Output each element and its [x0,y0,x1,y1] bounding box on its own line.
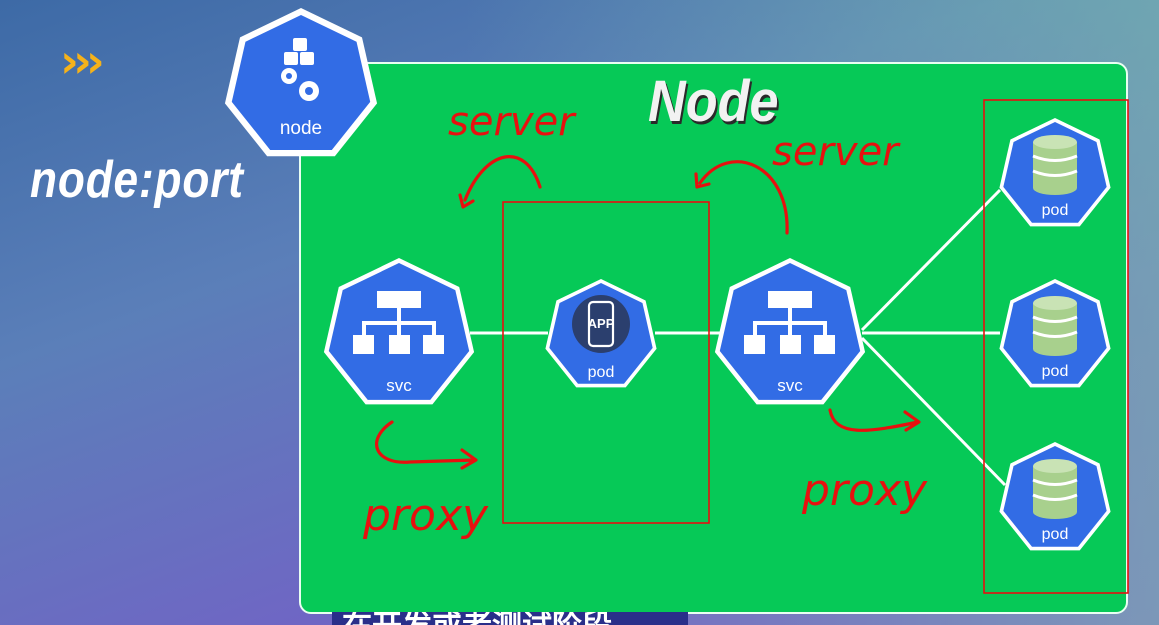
arrow-proxy-left [375,420,478,470]
pod-db2-label: pod [1042,363,1069,380]
highlight-box-db [983,99,1129,594]
node-badge-label: node [280,118,322,139]
node-badge-icon: node [224,8,378,157]
side-title: node:port [30,151,244,209]
pod-db1-label: pod [1042,202,1069,219]
label-proxy-left: proxy [362,490,489,541]
app-text: APP [588,316,615,331]
pod-db2-icon: pod [999,279,1111,388]
network-tree-icon [744,291,835,354]
svc-right-label: svc [777,376,803,395]
phone-icon [587,300,615,348]
line-svc-to-pod-db1 [860,188,1002,332]
node-title: Node [648,69,779,134]
chevrons-icon: ››› [60,34,105,88]
svc-left-icon: svc [323,258,475,405]
arrow-server-right [694,160,789,235]
hand-arrows [375,155,921,470]
arrow-server-left [458,155,542,209]
label-server-left: server [448,99,577,145]
app-circle [572,295,630,353]
highlight-box-app [502,201,710,524]
label-proxy-right: proxy [801,465,928,516]
connection-lines [470,188,1007,487]
line-svc-to-pod-db3 [860,336,1007,487]
pod-db3-label: pod [1042,526,1069,543]
database-icon [1032,459,1078,519]
database-icon [1032,296,1078,356]
arrow-proxy-right [828,408,921,432]
handwritten-labels: server server proxy proxy [362,99,928,541]
label-server-right: server [772,129,901,175]
pod-db1-icon: pod [999,118,1111,227]
svc-right-icon: svc [714,258,866,405]
pod-db3-icon: pod [999,442,1111,551]
cubes-gears-icon [281,38,319,101]
pod-app-label: pod [588,364,615,381]
network-tree-icon [353,291,444,354]
database-icon [1032,135,1078,195]
pod-app-icon: APP pod [545,279,657,388]
svc-left-label: svc [386,376,412,395]
subtitle-caption: 在开发或者测试阶段 [332,612,688,625]
